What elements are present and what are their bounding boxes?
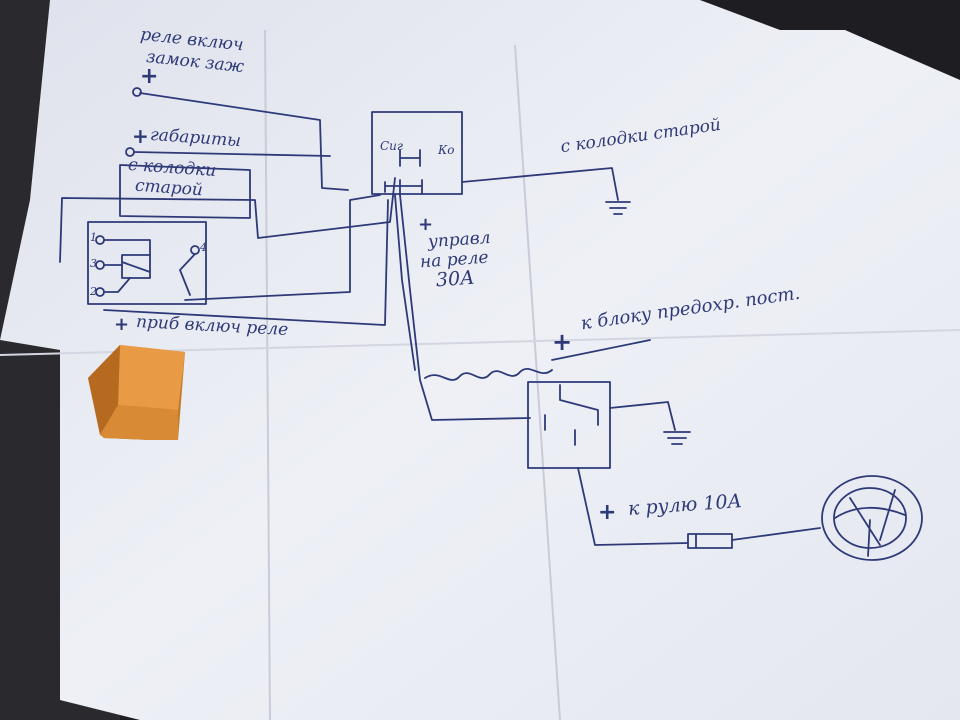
label-relay-sig: Сиг [380, 139, 403, 153]
relay-main-body [371, 111, 463, 195]
steering-wheel-inner [833, 487, 907, 549]
wire-parking [133, 151, 331, 157]
fold-line [264, 29, 271, 720]
plus-control: + [418, 214, 434, 235]
plus-parking: + [132, 124, 149, 148]
plus-fuse-box: + [552, 328, 573, 356]
fuse-icon [687, 533, 733, 549]
ground-symbol-right [605, 201, 631, 215]
wire-relay-left-plus [103, 199, 389, 326]
plus-wheel: + [598, 500, 617, 525]
wire-fuse-to-wheel [731, 527, 821, 541]
label-stock-pad-left-2: старой [134, 175, 204, 201]
wire-bottom-ground [609, 401, 676, 431]
relay-left-coil [121, 254, 151, 279]
plus-ignition-relay: + [114, 314, 130, 335]
wire-main-down [399, 194, 531, 421]
relay-left-body [87, 221, 207, 305]
plus-ignition: + [140, 64, 159, 89]
wire-ignition [139, 92, 349, 191]
wire-relay-left-bottom [184, 194, 381, 301]
coil-spring [424, 367, 553, 381]
relay-main-contacts [384, 149, 423, 196]
steering-wheel-icon [821, 475, 923, 561]
wire-bottom-to-wheel [577, 467, 689, 546]
label-pin-1: 1 [90, 231, 97, 244]
wire-relay-left-outer [59, 177, 396, 263]
relay-bottom-contacts [544, 384, 599, 446]
wire-fuse-box [551, 339, 651, 361]
steering-wheel-spokes [834, 489, 906, 557]
terminal-ignition [132, 87, 142, 97]
label-pin-3: 3 [90, 257, 97, 270]
wire-main-to-ground [461, 167, 619, 201]
label-pin-4: 4 [200, 241, 207, 254]
orange-relay-icon [88, 345, 185, 440]
relay-bottom-body [527, 381, 611, 469]
label-pin-2: 2 [90, 285, 97, 298]
label-relay-ko: Ко [438, 143, 455, 157]
wire-main-branch [394, 194, 416, 371]
ground-symbol-bottom [663, 431, 691, 445]
relay-left-internal [103, 239, 196, 296]
label-control-3: 30А [435, 266, 476, 292]
